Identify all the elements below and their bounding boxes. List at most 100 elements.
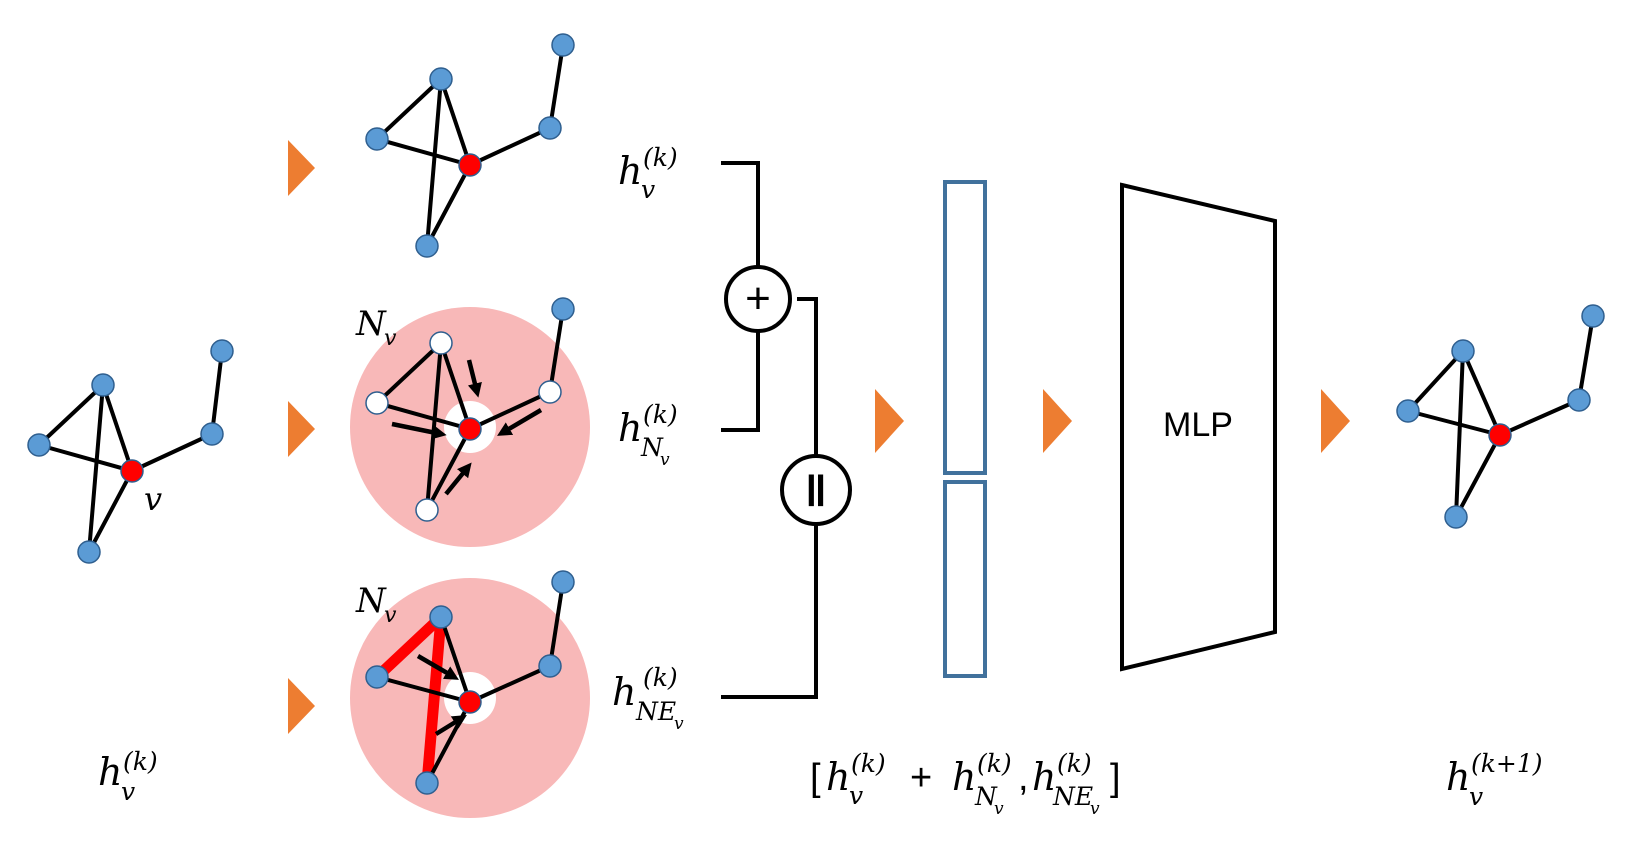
graph-node bbox=[551, 570, 575, 594]
label-sup: (k) bbox=[643, 400, 678, 429]
neighbor-node bbox=[538, 380, 562, 404]
formula-h: h bbox=[826, 755, 850, 799]
label-sup: (k+1) bbox=[1471, 749, 1543, 778]
graph-node bbox=[415, 234, 439, 258]
neighbor-edge-highlight bbox=[371, 611, 447, 683]
label-sub: v bbox=[1469, 782, 1483, 811]
neighborhood-label-sub: v bbox=[384, 603, 397, 628]
sum-operator-symbol: + bbox=[745, 274, 771, 323]
graph-node bbox=[1451, 339, 1475, 363]
label-subsub: v bbox=[660, 450, 670, 470]
message-arrow bbox=[416, 654, 459, 680]
neighborhood-label: N bbox=[355, 304, 387, 344]
neighbor-edge-highlight bbox=[421, 611, 447, 789]
graph-node bbox=[415, 771, 439, 795]
flow-arrow-icon bbox=[288, 401, 315, 457]
formula-sup: (k) bbox=[851, 749, 886, 778]
formula-subsub: v bbox=[1090, 799, 1100, 819]
graph-node bbox=[429, 67, 453, 91]
graph-node bbox=[538, 654, 562, 678]
graph-node bbox=[91, 373, 115, 397]
formula-plus: + bbox=[910, 757, 932, 799]
label-sup: (k) bbox=[123, 747, 158, 776]
graph-node bbox=[200, 422, 224, 446]
feature-h-nv: h (k) N v bbox=[618, 400, 678, 470]
message-arrow bbox=[466, 359, 482, 398]
graph-node bbox=[77, 540, 101, 564]
graph-node bbox=[210, 339, 234, 363]
feature-h-v: h (k) v bbox=[618, 143, 678, 204]
formula-sub: N bbox=[974, 782, 998, 811]
neighbor-graph: N v bbox=[350, 297, 590, 547]
graph-node bbox=[365, 665, 389, 689]
formula-sup: (k) bbox=[977, 749, 1012, 778]
center-node bbox=[1488, 423, 1512, 447]
label-sub: N bbox=[640, 433, 664, 462]
label-sub: NE bbox=[635, 697, 676, 726]
flow-arrow-icon bbox=[1043, 389, 1072, 453]
neighbor-edge-graph: N v bbox=[350, 570, 590, 818]
label-h: h bbox=[618, 406, 642, 450]
formula-sub: NE bbox=[1052, 782, 1093, 811]
neighborhood-label: N bbox=[355, 581, 387, 621]
vector-segment-sum bbox=[943, 180, 987, 475]
neighbor-node bbox=[415, 498, 439, 522]
combine-wiring: + ‖ bbox=[721, 161, 852, 699]
message-arrow bbox=[497, 408, 543, 436]
label-sub: v bbox=[641, 175, 655, 204]
message-arrow bbox=[444, 462, 472, 496]
mlp-trapezoid bbox=[1120, 182, 1277, 672]
graph-node bbox=[1567, 388, 1591, 412]
formula-sub: v bbox=[849, 781, 863, 810]
formula-bracket-close: ] bbox=[1110, 757, 1121, 799]
output-graph bbox=[1396, 304, 1605, 529]
graph-node bbox=[365, 127, 389, 151]
flow-arrow-icon bbox=[1321, 389, 1350, 453]
message-arrow bbox=[391, 421, 447, 440]
label-h: h bbox=[98, 750, 122, 794]
center-node bbox=[458, 690, 482, 714]
concat-operator bbox=[780, 454, 852, 526]
message-arrow bbox=[434, 714, 467, 736]
center-node bbox=[120, 459, 144, 483]
sum-operator bbox=[724, 265, 792, 333]
formula-sup: (k) bbox=[1057, 749, 1092, 778]
graph-node bbox=[551, 297, 575, 321]
formula-subsub: v bbox=[994, 799, 1004, 819]
node-v-label: v bbox=[144, 480, 162, 518]
feature-h-nev: h (k) NE v bbox=[612, 663, 684, 734]
graph-node bbox=[1581, 304, 1605, 328]
formula-h: h bbox=[952, 755, 976, 799]
concat-vector bbox=[943, 180, 987, 678]
graph-node bbox=[538, 116, 562, 140]
mlp-block: MLP bbox=[1120, 182, 1277, 672]
flow-arrow-icon bbox=[875, 389, 904, 453]
flow-arrow-icon bbox=[288, 140, 315, 196]
output-feature-label: h (k+1) v bbox=[1446, 749, 1543, 811]
label-h: h bbox=[618, 149, 642, 193]
neighborhood-label-sub: v bbox=[384, 326, 397, 351]
label-subsub: v bbox=[674, 714, 684, 734]
formula-comma: , bbox=[1018, 757, 1029, 799]
formula-h: h bbox=[1032, 755, 1056, 799]
concat-operator-symbol: ‖ bbox=[805, 467, 827, 516]
mlp-label: MLP bbox=[1163, 406, 1233, 444]
label-h: h bbox=[1446, 755, 1470, 799]
center-node bbox=[458, 417, 482, 441]
neighbor-node bbox=[429, 331, 453, 355]
label-h: h bbox=[612, 670, 636, 714]
center-node bbox=[458, 153, 482, 177]
graph-node bbox=[551, 33, 575, 57]
graph-node bbox=[1396, 399, 1420, 423]
label-sup: (k) bbox=[643, 143, 678, 172]
graph-node bbox=[27, 433, 51, 457]
flow-arrows bbox=[288, 140, 1350, 734]
concat-formula: [ h (k) v + h (k) N v , h (k) NE v ] bbox=[810, 749, 1121, 819]
input-graph: v bbox=[27, 339, 234, 564]
flow-arrow-icon bbox=[288, 678, 315, 734]
vector-segment-edge bbox=[943, 480, 987, 678]
graph-node bbox=[429, 605, 453, 629]
graph-node bbox=[1444, 505, 1468, 529]
label-sup: (k) bbox=[643, 663, 678, 692]
